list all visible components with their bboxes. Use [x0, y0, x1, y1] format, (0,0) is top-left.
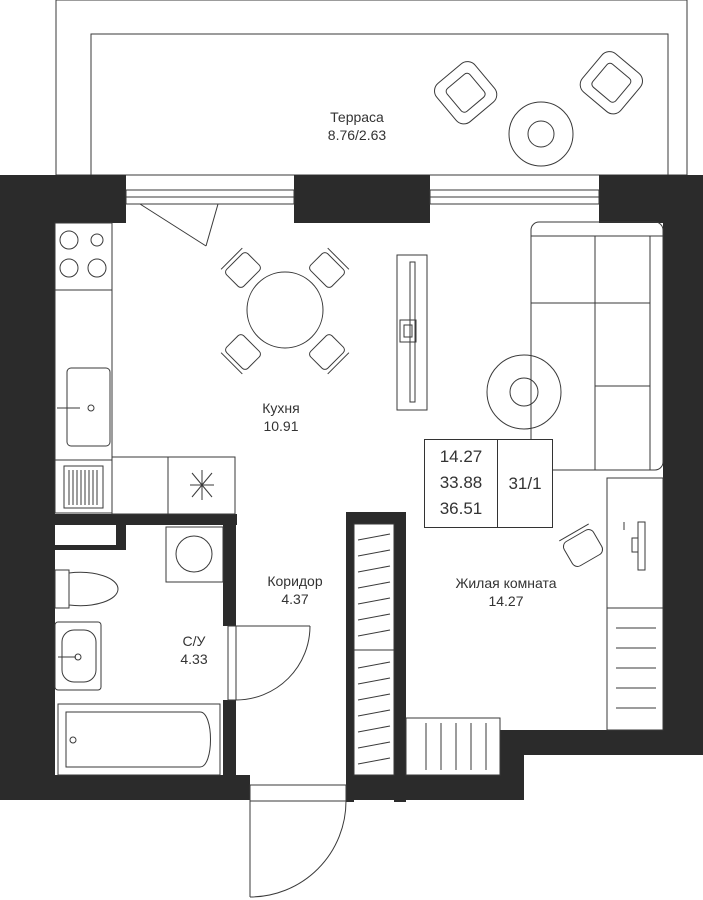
bathroom-door — [227, 625, 311, 701]
office-chair-icon — [559, 523, 604, 567]
sofa-icon — [530, 221, 664, 471]
terrace-chair-left-icon — [434, 61, 498, 125]
apartment-number: 31/1 — [508, 474, 542, 493]
desk-icon — [606, 477, 664, 609]
dishwasher-icon — [63, 465, 104, 509]
tv-stand-icon — [396, 254, 428, 411]
kitchen-counter — [54, 222, 236, 515]
bathroom-name: С/У — [182, 633, 206, 649]
entrance-door — [249, 784, 347, 898]
window-right — [429, 189, 600, 205]
wardrobe-bottom — [405, 717, 501, 776]
wardrobe-corridor — [353, 523, 395, 776]
washing-machine-icon — [165, 526, 224, 583]
corridor-area: 4.37 — [281, 591, 309, 607]
toilet-icon — [54, 569, 119, 609]
kitchen-sink-icon — [57, 367, 111, 447]
area-summary-box: 14.27 33.88 36.51 31/1 — [424, 439, 553, 528]
round-table-icon — [486, 354, 562, 430]
kitchen-area: 10.91 — [263, 418, 299, 434]
total-with-terrace-value: 36.51 — [439, 499, 483, 518]
corridor-label: Коридор 4.37 — [215, 572, 375, 608]
balcony-door — [139, 203, 219, 247]
bathroom-area: 4.33 — [180, 651, 208, 667]
living-area-value: 14.27 — [439, 447, 483, 466]
window-left — [125, 189, 295, 205]
terrace-table-icon — [508, 101, 574, 167]
living-room-name: Жилая комната — [455, 575, 557, 591]
dining-table-icon — [220, 247, 350, 375]
wardrobe-living — [606, 607, 664, 731]
bathtub-icon — [57, 703, 221, 776]
bathroom-label: С/У 4.33 — [114, 632, 274, 668]
terrace-label: Терраса 8.76/2.63 — [277, 108, 437, 144]
corridor-name: Коридор — [267, 573, 323, 589]
area-values: 14.27 33.88 36.51 — [425, 440, 498, 527]
living-room-area: 14.27 — [488, 593, 524, 609]
vent-icon — [190, 470, 214, 500]
kitchen-name: Кухня — [262, 400, 300, 416]
kitchen-label: Кухня 10.91 — [201, 399, 361, 435]
washbasin-icon — [54, 621, 102, 691]
terrace-outline — [55, 0, 688, 176]
total-area-value: 33.88 — [439, 473, 483, 492]
terrace-name: Терраса — [330, 109, 384, 125]
stove-icon — [59, 230, 107, 278]
terrace-chair-right-icon — [579, 51, 643, 115]
terrace-area: 8.76/2.63 — [327, 127, 387, 143]
walls — [0, 175, 703, 802]
living-room-label: Жилая комната 14.27 — [426, 574, 586, 610]
